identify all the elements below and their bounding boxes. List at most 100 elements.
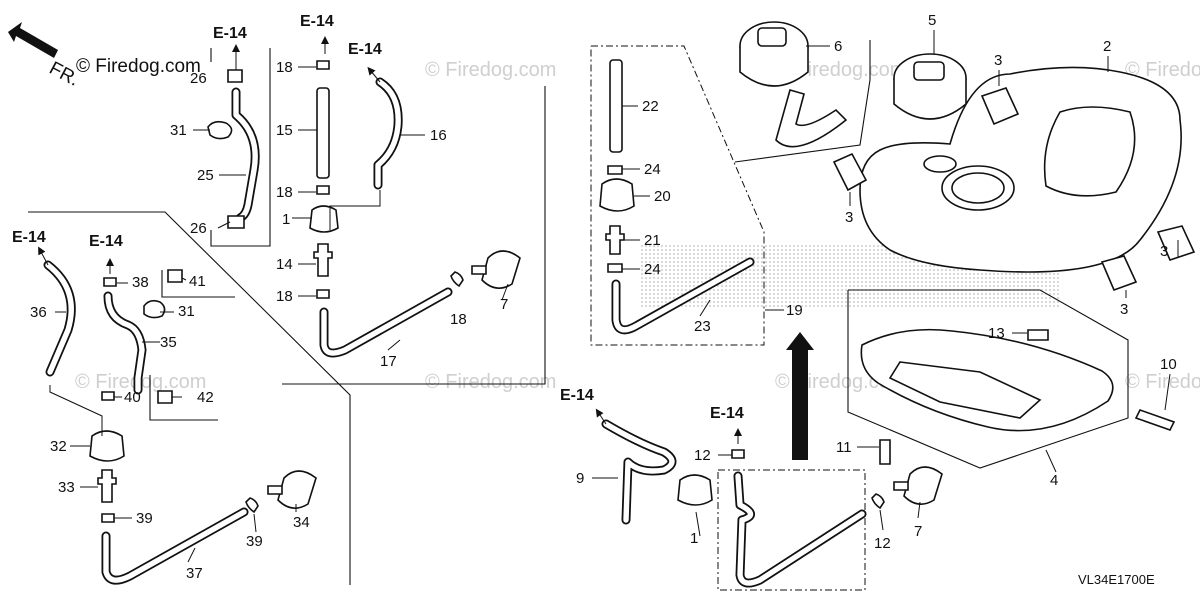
part-label-31: 31: [170, 122, 187, 139]
part-label-4: 4: [1050, 472, 1058, 489]
group-frames: [28, 40, 1129, 591]
part-label-10: 10: [1160, 356, 1177, 373]
part-label-40: 40: [124, 389, 141, 406]
part-3-damper-c: [1100, 255, 1138, 292]
part-label-35: 35: [160, 334, 177, 351]
part-26-clip-top: [227, 69, 243, 83]
part-38-clip: [103, 277, 117, 287]
front-direction-indicator: FR. © Firedog.com: [8, 22, 201, 91]
part-39-clip-left: [101, 513, 115, 523]
part-label-18: 18: [450, 311, 467, 328]
part-39-clip-right: [245, 497, 259, 514]
part-label-16: 16: [430, 127, 447, 144]
part-label-25: 25: [197, 167, 214, 184]
part-label-5: 5: [928, 12, 936, 29]
part-label-37: 37: [186, 565, 203, 582]
part-32-grommet: [89, 430, 125, 462]
part-label-3: 3: [994, 52, 1002, 69]
section-ref-label: E-14: [710, 405, 744, 422]
watermark-text: © Firedog.com: [425, 371, 556, 393]
part-33-connector: [97, 469, 117, 503]
part-3-damper-a: [980, 87, 1020, 126]
part-label-26: 26: [190, 220, 207, 237]
part-22-pipe: [609, 59, 623, 153]
part-13-bolt: [1027, 329, 1049, 341]
part-11-screw: [879, 439, 891, 465]
part-34-filter: [277, 470, 317, 509]
part-25-hose: [231, 87, 260, 223]
part-7-filter-nipple: [471, 265, 487, 275]
part-12-clip-lower: [731, 449, 745, 459]
part-1-grommet: [309, 205, 339, 233]
part-label-3: 3: [845, 209, 853, 226]
part-20-grommet: [599, 178, 635, 212]
part-40-clip: [101, 391, 115, 401]
part-label-7: 7: [914, 523, 922, 540]
part-1-grommet-lower: [677, 474, 713, 506]
part-label-22: 22: [642, 98, 659, 115]
part-18-clip-mid: [316, 185, 330, 195]
section-ref-label: E-14: [300, 13, 334, 30]
part-18-clip-low: [316, 289, 330, 299]
part-label-20: 20: [654, 188, 671, 205]
part-label-11: 11: [836, 439, 852, 456]
part-34-filter-nipple: [267, 485, 283, 495]
part-42-clamp: [157, 390, 173, 404]
part-label-18: 18: [276, 59, 293, 76]
lower-left-assembly: [43, 260, 317, 585]
part-26-clip-bottom: [227, 215, 245, 229]
part-label-15: 15: [276, 122, 293, 139]
part-label-13: 13: [988, 325, 1005, 342]
part-31-cap: [207, 120, 233, 140]
part-18-clip-top: [316, 60, 330, 70]
part-24-clip-low: [607, 263, 623, 273]
strainer-assembly: [599, 59, 814, 460]
part-14-connector: [313, 243, 333, 277]
part-label-18: 18: [276, 184, 293, 201]
part-label-21: 21: [644, 232, 661, 249]
part-label-19: 19: [786, 302, 803, 319]
part-label-12: 12: [694, 447, 711, 464]
part-6-strap: [775, 89, 848, 148]
part-31-cap-lower: [143, 299, 166, 319]
part-label-1: 1: [690, 530, 698, 547]
part-label-3: 3: [1120, 301, 1128, 318]
hose-strainer-line: [733, 471, 867, 588]
part-label-1: 1: [282, 211, 290, 228]
watermark-text: © Firedog.com: [1125, 59, 1200, 81]
part-label-23: 23: [694, 318, 711, 335]
part-24-clip-top: [607, 165, 623, 175]
part-3-damper-b: [832, 152, 868, 192]
watermark-text: © Firedog.com: [1125, 371, 1200, 393]
part-label-24: 24: [644, 261, 661, 278]
upper-left-assembly: [193, 69, 260, 229]
front-arrow-icon: [8, 22, 58, 58]
part-label-32: 32: [50, 438, 67, 455]
part-label-38: 38: [132, 274, 149, 291]
part-7-filter: [481, 250, 521, 289]
part-12-clip: [871, 493, 885, 510]
lower-center-assembly: [592, 419, 867, 588]
part-18-clip-right: [450, 271, 464, 288]
part-15-pipe: [316, 87, 330, 179]
section-reference-arrows: [38, 36, 742, 444]
part-label-26: 26: [190, 70, 207, 87]
section-ref-label: E-14: [89, 233, 123, 250]
watermark-text: © Firedog.com: [425, 59, 556, 81]
part-21-connector: [605, 225, 625, 255]
center-upper-assembly: [292, 60, 521, 358]
part-label-39: 39: [136, 510, 153, 527]
part-label-42: 42: [197, 389, 214, 406]
part-label-9: 9: [576, 470, 584, 487]
part-label-24: 24: [644, 161, 661, 178]
part-label-18: 18: [276, 288, 293, 305]
fuel-caps: [739, 21, 967, 148]
part-label-14: 14: [276, 256, 293, 273]
fuel-tank: [832, 56, 1196, 298]
part-number-labels: 26 31 25 26 18 15 18 1 14 18 16 17 18 7 …: [30, 12, 1177, 582]
part-label-36: 36: [30, 304, 47, 321]
header-watermark: © Firedog.com: [76, 56, 201, 77]
part-label-17: 17: [380, 353, 397, 370]
direction-arrow-up: [786, 332, 814, 460]
